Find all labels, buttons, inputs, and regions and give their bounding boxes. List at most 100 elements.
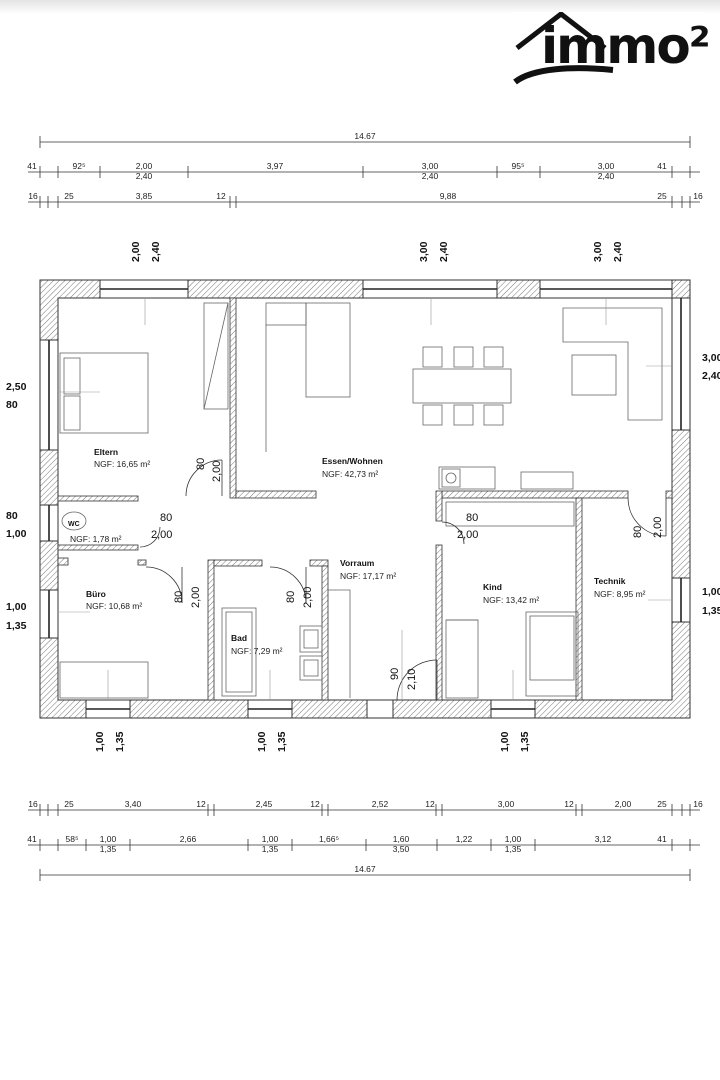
top-total-dimension: 14.67 (354, 131, 376, 141)
top3-dim-5: 9,88 (440, 191, 457, 201)
dimension-ticks (39, 136, 691, 881)
bot-dim-9: 3,00 (498, 799, 515, 809)
door-bad-h: 2,00 (302, 587, 314, 608)
win-right-2-a: 1,00 (702, 586, 720, 598)
win-bot-2-a: 1,00 (256, 731, 268, 752)
top-dim-7b: 2,40 (598, 171, 615, 181)
logo-wordmark: immo² (541, 17, 711, 75)
top-dim-3a: 2,00 (136, 161, 153, 171)
win-bot-3-b: 1,35 (519, 731, 531, 752)
bot-dim-10: 12 (564, 799, 574, 809)
top-dim-8: 41 (657, 161, 667, 171)
bot2-dim-3b: 1,35 (100, 844, 117, 854)
bot-dim-3: 3,40 (125, 799, 142, 809)
win-left-3-b: 1,35 (6, 620, 27, 632)
room-bad-area: NGF: 7,29 m² (231, 646, 283, 656)
top-dim-1: 41 (27, 161, 37, 171)
bot2-dim-11: 41 (657, 834, 667, 844)
room-buero-name: Büro (86, 589, 106, 599)
top-dim-2: 92⁵ (73, 161, 86, 171)
bot2-dim-7b: 3,50 (393, 844, 410, 854)
top3-dim-2: 25 (64, 191, 74, 201)
ceiling-hint-lines (58, 298, 672, 700)
room-eltern-name: Eltern (94, 447, 118, 457)
win-top-2-b: 2,40 (438, 241, 450, 262)
win-top-3-b: 2,40 (612, 241, 624, 262)
bot2-dim-5b: 1,35 (262, 844, 279, 854)
bot2-dim-8: 1,22 (456, 834, 473, 844)
room-technik-area: NGF: 8,95 m² (594, 589, 646, 599)
bot2-dim-5a: 1,00 (262, 834, 279, 844)
dimension-lines (28, 141, 700, 876)
top3-dim-3: 3,85 (136, 191, 153, 201)
door-technik-w: 80 (632, 526, 644, 538)
bot2-dim-1: 41 (27, 834, 37, 844)
bot2-dim-10: 3,12 (595, 834, 612, 844)
logo-roof-icon (513, 12, 614, 85)
immo-logo: immo² (513, 12, 711, 86)
bot-dim-5: 2,45 (256, 799, 273, 809)
top-dim-3b: 2,40 (136, 171, 153, 181)
bot-dim-6: 12 (310, 799, 320, 809)
room-essen-area: NGF: 42,73 m² (322, 469, 378, 479)
bot2-dim-9b: 1,35 (505, 844, 522, 854)
door-wc-w: 80 (160, 512, 172, 524)
bot-dim-12: 25 (657, 799, 667, 809)
top-dim-5b: 2,40 (422, 171, 439, 181)
bot2-dim-4: 2,66 (180, 834, 197, 844)
door-eltern-h: 2,00 (211, 461, 223, 482)
top3-dim-7: 16 (693, 191, 703, 201)
win-bot-2-b: 1,35 (276, 731, 288, 752)
door-wc-h: 2,00 (151, 529, 172, 541)
bot-dim-7: 2,52 (372, 799, 389, 809)
bot2-dim-9a: 1,00 (505, 834, 522, 844)
door-buero-w: 80 (173, 591, 185, 603)
top3-dim-6: 25 (657, 191, 667, 201)
top-dim-5a: 3,00 (422, 161, 439, 171)
room-eltern-area: NGF: 16,65 m² (94, 459, 150, 469)
top-shadow (0, 0, 720, 14)
room-buero-area: NGF: 10,68 m² (86, 601, 142, 611)
win-top-3-a: 3,00 (592, 241, 604, 262)
win-right-2-b: 1,35 (702, 605, 720, 617)
room-essen-name: Essen/Wohnen (322, 456, 383, 466)
room-bad-name: Bad (231, 633, 247, 643)
furniture (59, 302, 663, 699)
top-dim-4: 3,97 (267, 161, 284, 171)
bot-dim-1: 16 (28, 799, 38, 809)
bot-dim-11: 2,00 (615, 799, 632, 809)
top-dim-6: 95⁵ (512, 161, 525, 171)
room-kind-name: Kind (483, 582, 502, 592)
win-right-1-a: 3,00 (702, 352, 720, 364)
interior-walls (57, 297, 673, 701)
win-bot-3-a: 1,00 (499, 731, 511, 752)
room-vorraum-name: Vorraum (340, 558, 375, 568)
bot-dim-2: 25 (64, 799, 74, 809)
door-kind-w: 80 (466, 512, 478, 524)
win-left-1-a: 2,50 (6, 381, 27, 393)
bot-dim-8: 12 (425, 799, 435, 809)
door-kind-h: 2,00 (457, 529, 478, 541)
bot2-dim-2: 58⁵ (66, 834, 79, 844)
bot-dim-13: 16 (693, 799, 703, 809)
bottom-total-dimension: 14.67 (354, 864, 376, 874)
door-bad-w: 80 (285, 591, 297, 603)
room-wc-name: WC (68, 521, 80, 528)
room-vorraum-area: NGF: 17,17 m² (340, 571, 396, 581)
bot2-dim-7a: 1,60 (393, 834, 410, 844)
win-top-2-a: 3,00 (418, 241, 430, 262)
win-top-1-b: 2,40 (150, 241, 162, 262)
bot2-dim-6: 1,66⁵ (319, 834, 339, 844)
door-buero-h: 2,00 (190, 587, 202, 608)
win-left-2-b: 1,00 (6, 528, 27, 540)
door-technik-h: 2,00 (652, 517, 664, 538)
win-bot-1-a: 1,00 (94, 731, 106, 752)
window-glass (48, 288, 682, 710)
bot-dim-4: 12 (196, 799, 206, 809)
top3-dim-1: 16 (28, 191, 38, 201)
top3-dim-4: 12 (216, 191, 226, 201)
room-technik-name: Technik (594, 576, 626, 586)
door-swings (139, 459, 667, 701)
win-left-3-a: 1,00 (6, 601, 27, 613)
